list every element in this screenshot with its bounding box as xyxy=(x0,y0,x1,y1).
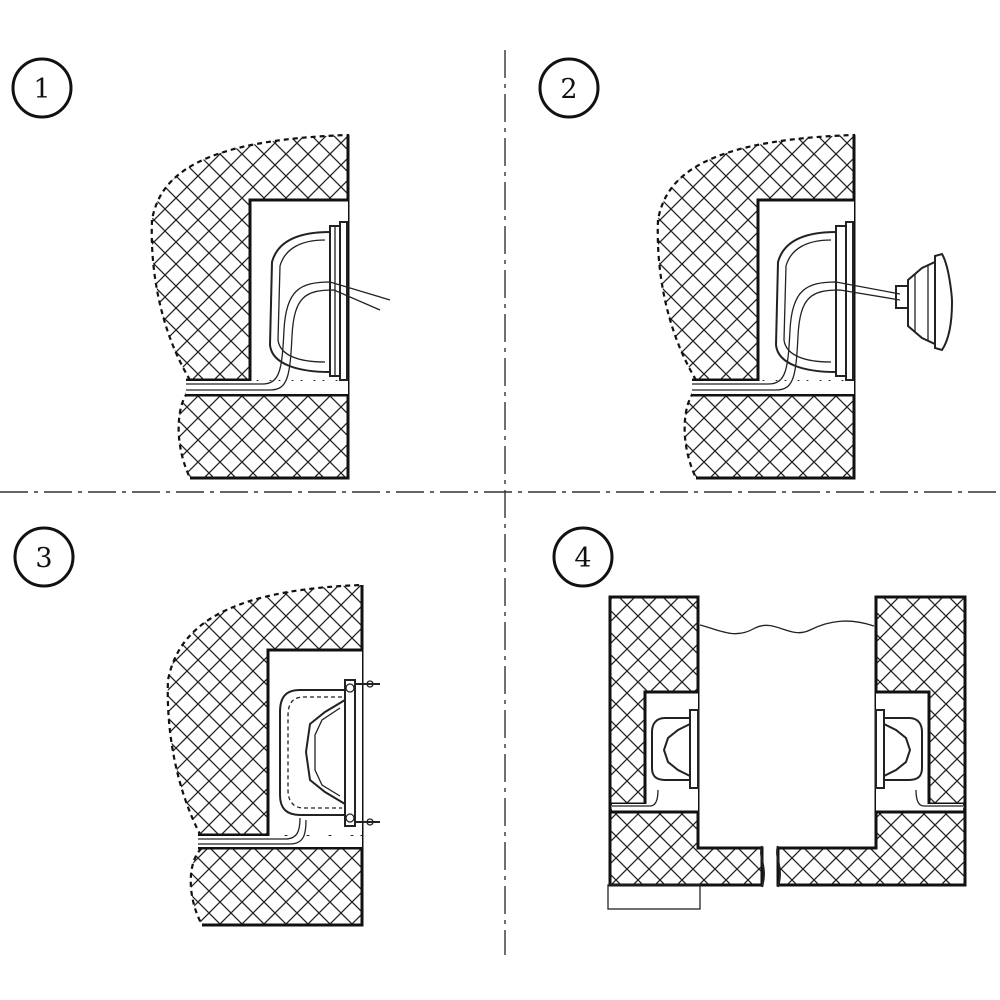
step-4-break-line xyxy=(699,620,875,635)
step-1-badge: 1 xyxy=(11,57,73,119)
step-3-speaker-installed xyxy=(279,679,380,827)
step-2-number: 2 xyxy=(560,74,577,105)
step-2-badge: 2 xyxy=(538,57,600,119)
step-4-badge: 4 xyxy=(552,526,614,588)
step-1-speaker-housing xyxy=(268,221,348,381)
step-3-number: 3 xyxy=(35,543,52,574)
step-1-panel: 1 xyxy=(11,57,391,480)
step-3-badge: 3 xyxy=(13,526,75,588)
step-4-left-speaker xyxy=(612,709,699,807)
step-3-panel: 3 xyxy=(13,526,380,927)
step-2-speaker-driver xyxy=(895,252,954,352)
step-4-panel: 4 xyxy=(552,526,967,910)
step-2-speaker-housing xyxy=(774,221,854,381)
step-4-right-wall xyxy=(776,595,967,887)
step-4-right-speaker xyxy=(875,709,963,807)
step-2-panel: 2 xyxy=(538,57,954,480)
step-4-number: 4 xyxy=(574,543,591,574)
step-1-number: 1 xyxy=(33,74,50,105)
